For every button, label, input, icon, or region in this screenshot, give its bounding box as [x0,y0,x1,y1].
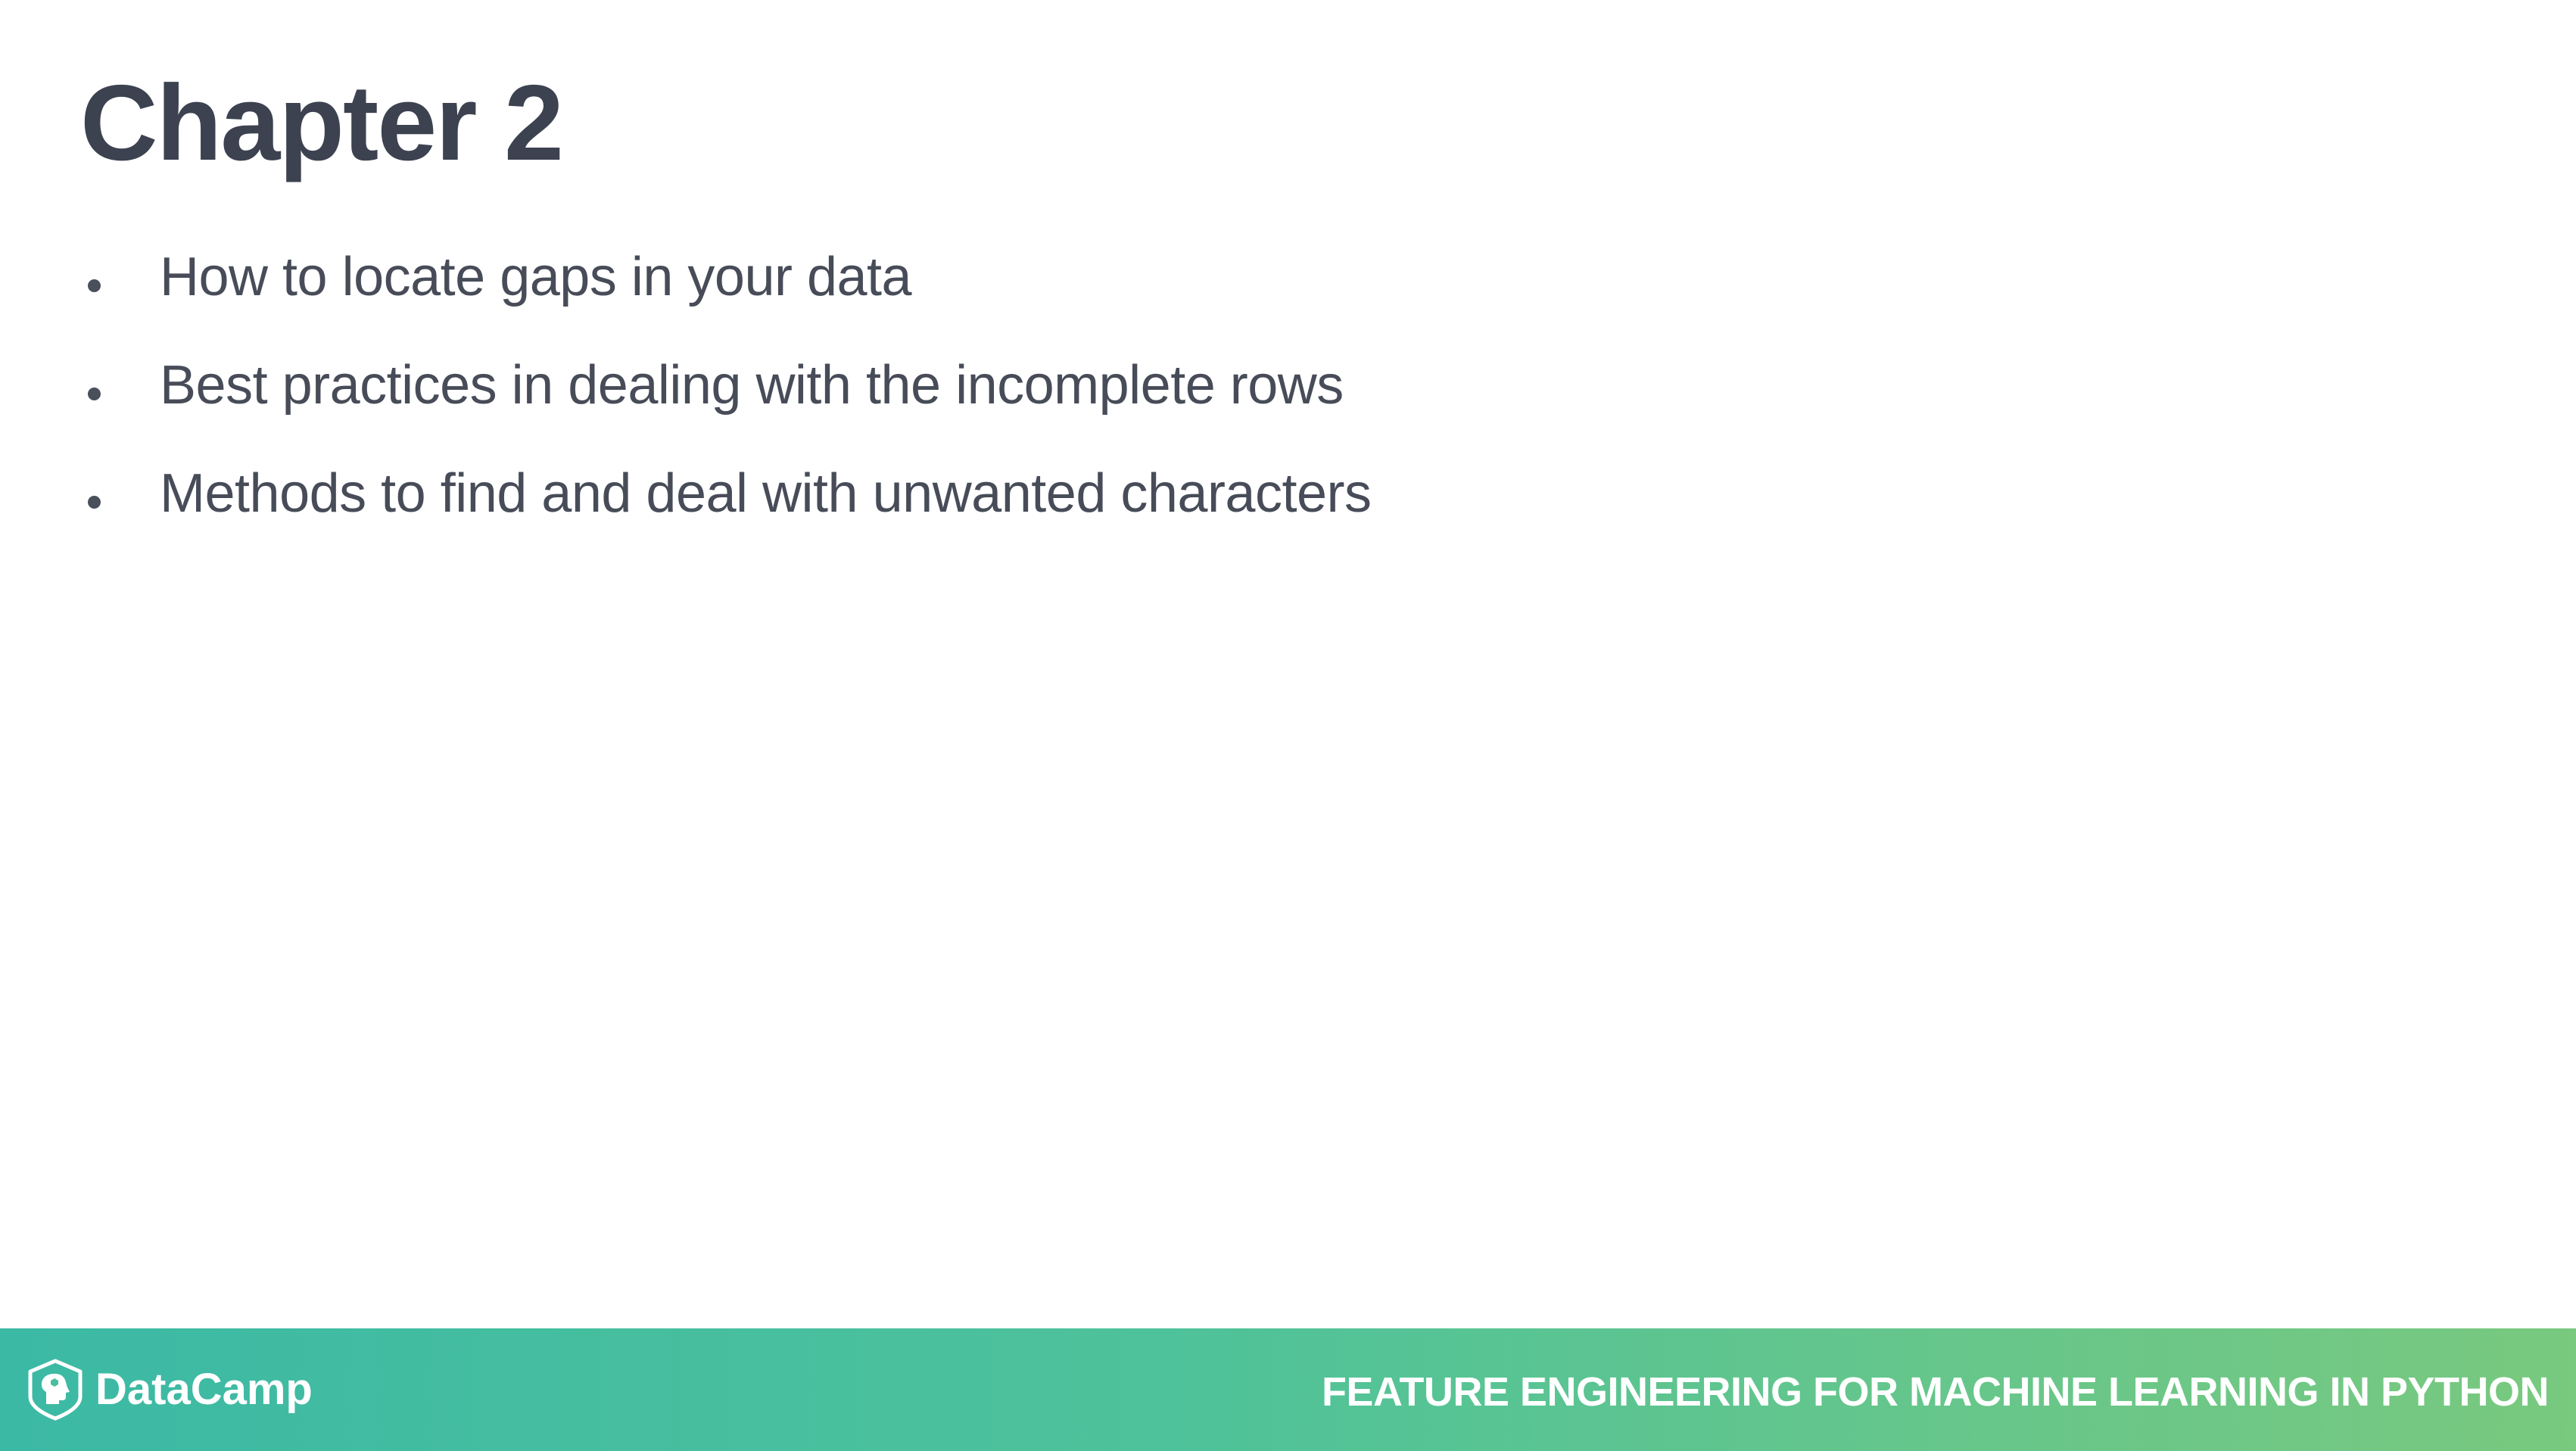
bullet-dot-icon [88,496,101,509]
bullet-dot-icon [88,388,101,400]
bullet-text: Methods to find and deal with unwanted c… [160,463,1372,524]
bullet-text: How to locate gaps in your data [160,247,912,307]
bullet-dot-icon [88,279,101,292]
footer-bar: DataCamp FEATURE ENGINEERING FOR MACHINE… [0,1328,2576,1451]
brand-name: DataCamp [95,1365,313,1414]
bullet-text: Best practices in dealing with the incom… [160,355,1344,416]
course-title: FEATURE ENGINEERING FOR MACHINE LEARNING… [1321,1369,2550,1415]
brand: DataCamp [26,1359,313,1421]
datacamp-shield-icon [28,1359,83,1421]
slide-title: Chapter 2 [80,63,564,183]
